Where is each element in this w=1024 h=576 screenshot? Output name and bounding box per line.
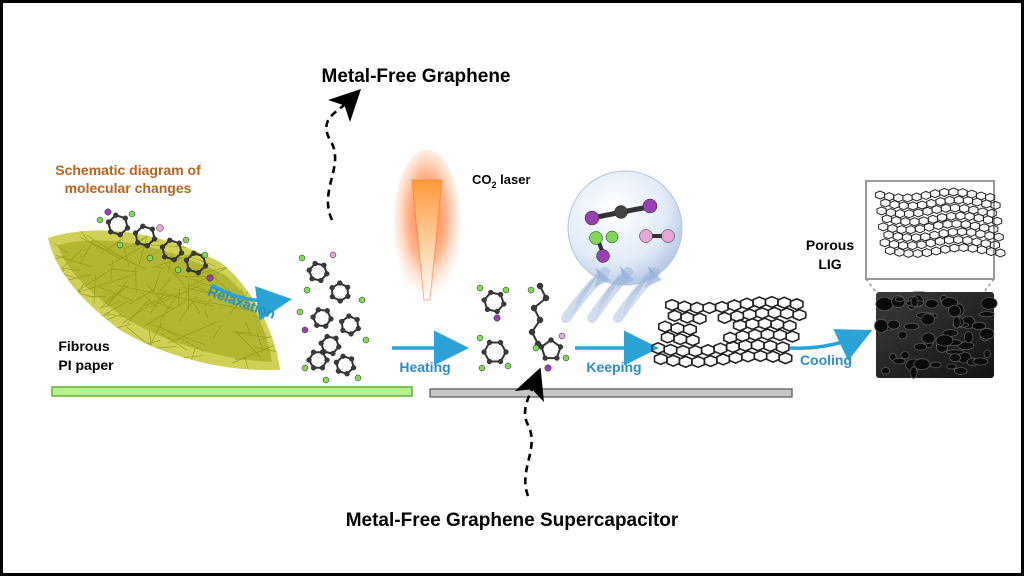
dashed-arrow-bottom [514, 367, 544, 497]
cooling-label: Cooling [800, 352, 852, 368]
gas-release-arrows [561, 266, 662, 323]
cooling-arrow [789, 329, 873, 361]
gas-bubble [567, 170, 683, 286]
graphene-sheet [650, 295, 807, 369]
fibrous-pi-paper-mat [48, 230, 280, 371]
relaxed-molecule-cluster [296, 251, 370, 384]
pi-molecule-chain [96, 208, 214, 282]
co2-laser-label: CO2 laser [472, 172, 531, 190]
zoom-line-right [983, 278, 995, 293]
fibrous-label-line2: PI paper [58, 357, 114, 373]
co2-laser [393, 150, 461, 301]
gray-substrate [429, 388, 793, 398]
relaxation-arrow [211, 283, 292, 321]
schematic-caption-line1: Schematic diagram of [55, 162, 201, 178]
zoom-line-left [865, 278, 877, 293]
heating-label: Heating [399, 359, 450, 375]
fibrous-label-line1: Fibrous [58, 338, 110, 354]
schematic-caption-line2: molecular changes [65, 180, 192, 196]
porous-lig-block [874, 292, 998, 379]
green-substrate [51, 386, 413, 397]
keeping-label: Keeping [586, 359, 641, 375]
decomposed-fragments [476, 282, 570, 372]
title-metal-free-graphene: Metal-Free Graphene [322, 66, 511, 87]
dashed-arrow-up [325, 88, 362, 221]
gas-molecules [584, 198, 675, 263]
inset-graphene-lattice [874, 187, 1006, 259]
porous-label-line2: LIG [818, 256, 841, 272]
porous-label-line1: Porous [806, 237, 854, 253]
title-metal-free-graphene-supercapacitor: Metal-Free Graphene Supercapacitor [346, 510, 679, 531]
